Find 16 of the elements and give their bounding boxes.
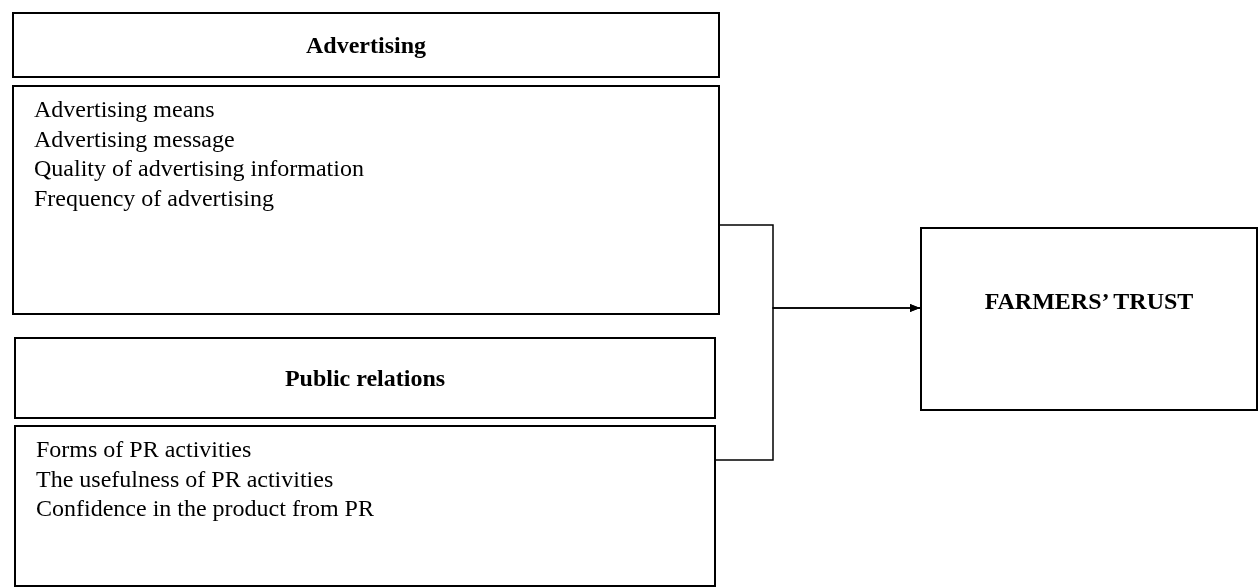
factor-item: Advertising message [34,124,235,154]
connector-arrow [715,304,921,461]
factor-box [12,85,720,315]
factor-box [14,425,716,587]
factor-item: Confidence in the product from PR [36,494,374,523]
factor-item: Advertising means [34,95,215,124]
header-box [14,337,716,419]
section-heading: Advertising [305,31,427,60]
factor-item: Quality of advertising information [34,154,364,183]
outcome-label: FARMERS’ TRUST [983,287,1195,316]
outcome-box [920,227,1258,411]
factor-item: Forms of PR activities [36,435,252,464]
factor-item: Frequency of advertising [34,183,274,213]
factor-item: The usefulness of PR activities [36,464,334,494]
header-box [12,12,720,78]
section-heading: Public relations [283,364,447,393]
